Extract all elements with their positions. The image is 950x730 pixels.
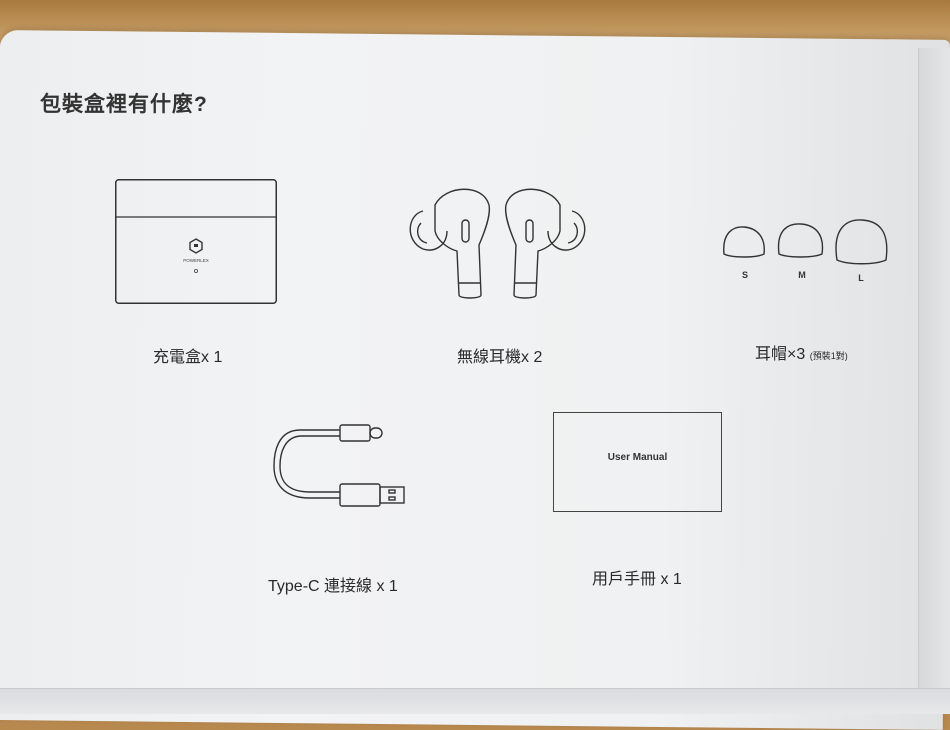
user-manual-illustration: User Manual (553, 412, 722, 512)
ear-tip-s-icon (723, 226, 765, 258)
ear-tips-note: (預裝1對) (809, 351, 848, 361)
right-earbud-icon (504, 188, 586, 299)
paper-edge (918, 48, 950, 713)
left-earbud-icon (409, 188, 491, 299)
usb-c-plug-icon (339, 424, 371, 442)
page-title: 包裝盒裡有什麼? (40, 93, 208, 116)
ear-tip-m-icon (777, 223, 824, 258)
charging-case-illustration: POWERLEX (115, 179, 277, 304)
earbuds-label: 無線耳機x 2 (457, 349, 543, 366)
size-l: L (858, 273, 864, 283)
ear-tips-label: 耳帽×3 (預裝1對) (755, 340, 848, 364)
cable-label: Type-C 連接線 x 1 (268, 578, 398, 595)
brand-text: POWERLEX (183, 258, 209, 263)
paper-fold (0, 688, 950, 714)
brand-logo-icon (189, 238, 203, 254)
ear-tip-l-icon (835, 219, 888, 265)
usb-cable-illustration (273, 424, 405, 507)
manual-label: 用戶手冊 x 1 (592, 571, 682, 588)
manual-cover-text: User Manual (607, 451, 668, 463)
ear-tips-illustration: S M L (723, 219, 888, 283)
paper-sheet (0, 30, 950, 730)
earbuds-illustration (409, 188, 586, 299)
led-indicator-icon (194, 269, 199, 274)
case-label: 充電盒x 1 (153, 349, 223, 366)
size-s: S (742, 270, 748, 280)
usb-a-plug-icon (339, 483, 381, 507)
ear-tips-label-text: 耳帽×3 (755, 346, 806, 363)
size-m: M (798, 270, 806, 280)
